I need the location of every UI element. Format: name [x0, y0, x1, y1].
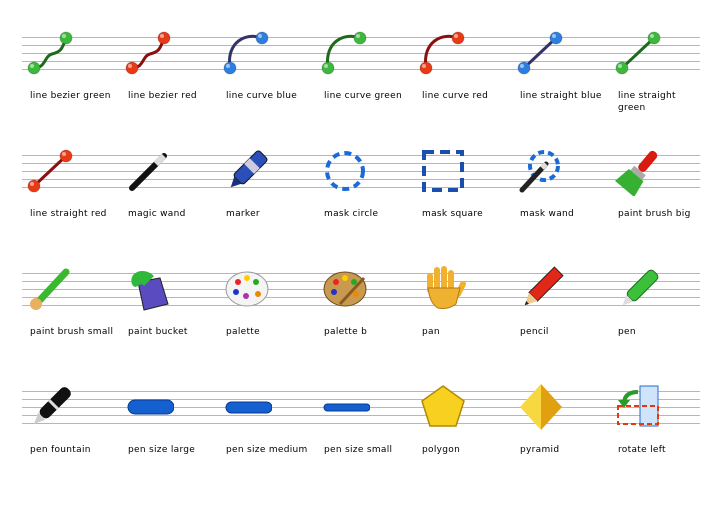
icon-item-straight-green[interactable]: line straight green	[610, 28, 708, 138]
icon-item-rotate-left[interactable]: rotate left	[610, 382, 708, 492]
icon-label: pencil	[520, 327, 549, 337]
icon-label: rotate left	[618, 445, 666, 455]
pencil-icon	[524, 266, 564, 306]
staff-line	[22, 61, 700, 62]
icon-label: mask square	[422, 209, 484, 219]
staff-line	[22, 45, 700, 46]
pen-size-small-icon	[323, 403, 370, 412]
staff-line	[22, 415, 700, 416]
marker-icon	[230, 150, 268, 188]
icon-label: line straight red	[30, 209, 107, 219]
icon-label: line curve blue	[226, 91, 298, 101]
icon-item-straight-red[interactable]: line straight red	[22, 146, 120, 256]
pan-icon	[427, 266, 466, 309]
curve-red-icon	[419, 31, 465, 75]
staff-line	[22, 423, 700, 424]
icon-item-pen-size-small[interactable]: pen size small	[316, 382, 414, 492]
icon-item-pen-size-medium[interactable]: pen size medium	[218, 382, 316, 492]
pen-icon	[622, 269, 659, 306]
straight-green-icon	[615, 31, 661, 75]
staff-line	[22, 155, 700, 156]
curve-green-icon	[321, 31, 367, 75]
icon-label: pyramid	[520, 445, 560, 455]
staff-line	[22, 163, 700, 164]
staff-line	[22, 273, 700, 274]
icon-item-magic-wand[interactable]: magic wand	[120, 146, 218, 256]
icon-label: mask circle	[324, 209, 379, 219]
pen-size-medium-icon	[225, 401, 272, 414]
icon-label: pen	[618, 327, 636, 337]
magic-wand-icon	[129, 153, 167, 191]
icon-label: line curve green	[324, 91, 402, 101]
icon-label: mask wand	[520, 209, 575, 219]
pen-size-large-icon	[127, 399, 174, 415]
icon-item-paint-bucket[interactable]: paint bucket	[120, 264, 218, 374]
icon-item-curve-red[interactable]: line curve red	[414, 28, 512, 138]
icon-label: pen size large	[128, 445, 196, 455]
icon-item-mask-wand[interactable]: mask wand	[512, 146, 610, 256]
icon-label: paint bucket	[128, 327, 188, 337]
icon-label: paint brush big	[618, 209, 691, 219]
icon-label: paint brush small	[30, 327, 114, 337]
icon-item-bezier-red[interactable]: line bezier red	[120, 28, 218, 138]
mask-circle-icon	[325, 151, 365, 191]
icon-item-pyramid[interactable]: pyramid	[512, 382, 610, 492]
staff-line	[22, 391, 700, 392]
staff-line	[22, 69, 700, 70]
staff-line	[22, 53, 700, 54]
palette-icon	[225, 271, 269, 307]
pen-fountain-icon	[34, 387, 71, 424]
icon-label: line bezier red	[128, 91, 197, 101]
straight-red-icon	[27, 149, 73, 193]
icon-item-curve-blue[interactable]: line curve blue	[218, 28, 316, 138]
icon-item-paint-brush-small[interactable]: paint brush small	[22, 264, 120, 374]
icon-item-paint-brush-big[interactable]: paint brush big	[610, 146, 708, 256]
straight-blue-icon	[517, 31, 563, 75]
icon-label: pen fountain	[30, 445, 91, 455]
icon-item-palette[interactable]: palette	[218, 264, 316, 374]
icon-item-mask-square[interactable]: mask square	[414, 146, 512, 256]
bezier-red-icon	[125, 31, 171, 75]
icon-item-bezier-green[interactable]: line bezier green	[22, 28, 120, 138]
icon-label: line straight blue	[520, 91, 602, 101]
icon-item-curve-green[interactable]: line curve green	[316, 28, 414, 138]
staff-line	[22, 399, 700, 400]
icon-label: palette b	[324, 327, 368, 337]
icon-item-marker[interactable]: marker	[218, 146, 316, 256]
icon-label: marker	[226, 209, 260, 219]
icon-label: polygon	[422, 445, 461, 455]
icon-label: line curve red	[422, 91, 489, 101]
staff-line	[22, 305, 700, 306]
pyramid-icon	[520, 384, 562, 430]
icon-label: pan	[422, 327, 440, 337]
icon-item-straight-blue[interactable]: line straight blue	[512, 28, 610, 138]
icon-item-mask-circle[interactable]: mask circle	[316, 146, 414, 256]
icon-label: line bezier green	[30, 91, 111, 101]
icon-label: line straight green	[618, 91, 676, 113]
icon-item-palette-b[interactable]: palette b	[316, 264, 414, 374]
bezier-green-icon	[27, 31, 73, 75]
curve-blue-icon	[223, 31, 269, 75]
icon-item-pen-fountain[interactable]: pen fountain	[22, 382, 120, 492]
paint-bucket-icon	[131, 270, 169, 311]
polygon-icon	[421, 385, 465, 427]
icon-label: pen size small	[324, 445, 393, 455]
paint-brush-small-icon	[30, 268, 70, 310]
mask-square-icon	[422, 150, 464, 192]
icon-item-pan[interactable]: pan	[414, 264, 512, 374]
icon-item-pen-size-large[interactable]: pen size large	[120, 382, 218, 492]
icon-label: magic wand	[128, 209, 186, 219]
icon-item-pencil[interactable]: pencil	[512, 264, 610, 374]
staff-line	[22, 187, 700, 188]
icon-item-pen[interactable]: pen	[610, 264, 708, 374]
icon-label: pen size medium	[226, 445, 308, 455]
staff-line	[22, 179, 700, 180]
paint-brush-big-icon	[615, 150, 658, 196]
mask-wand-icon	[519, 150, 560, 193]
rotate-left-icon	[617, 385, 659, 427]
icon-item-polygon[interactable]: polygon	[414, 382, 512, 492]
icon-label: palette	[226, 327, 260, 337]
palette-b-icon	[323, 271, 367, 307]
